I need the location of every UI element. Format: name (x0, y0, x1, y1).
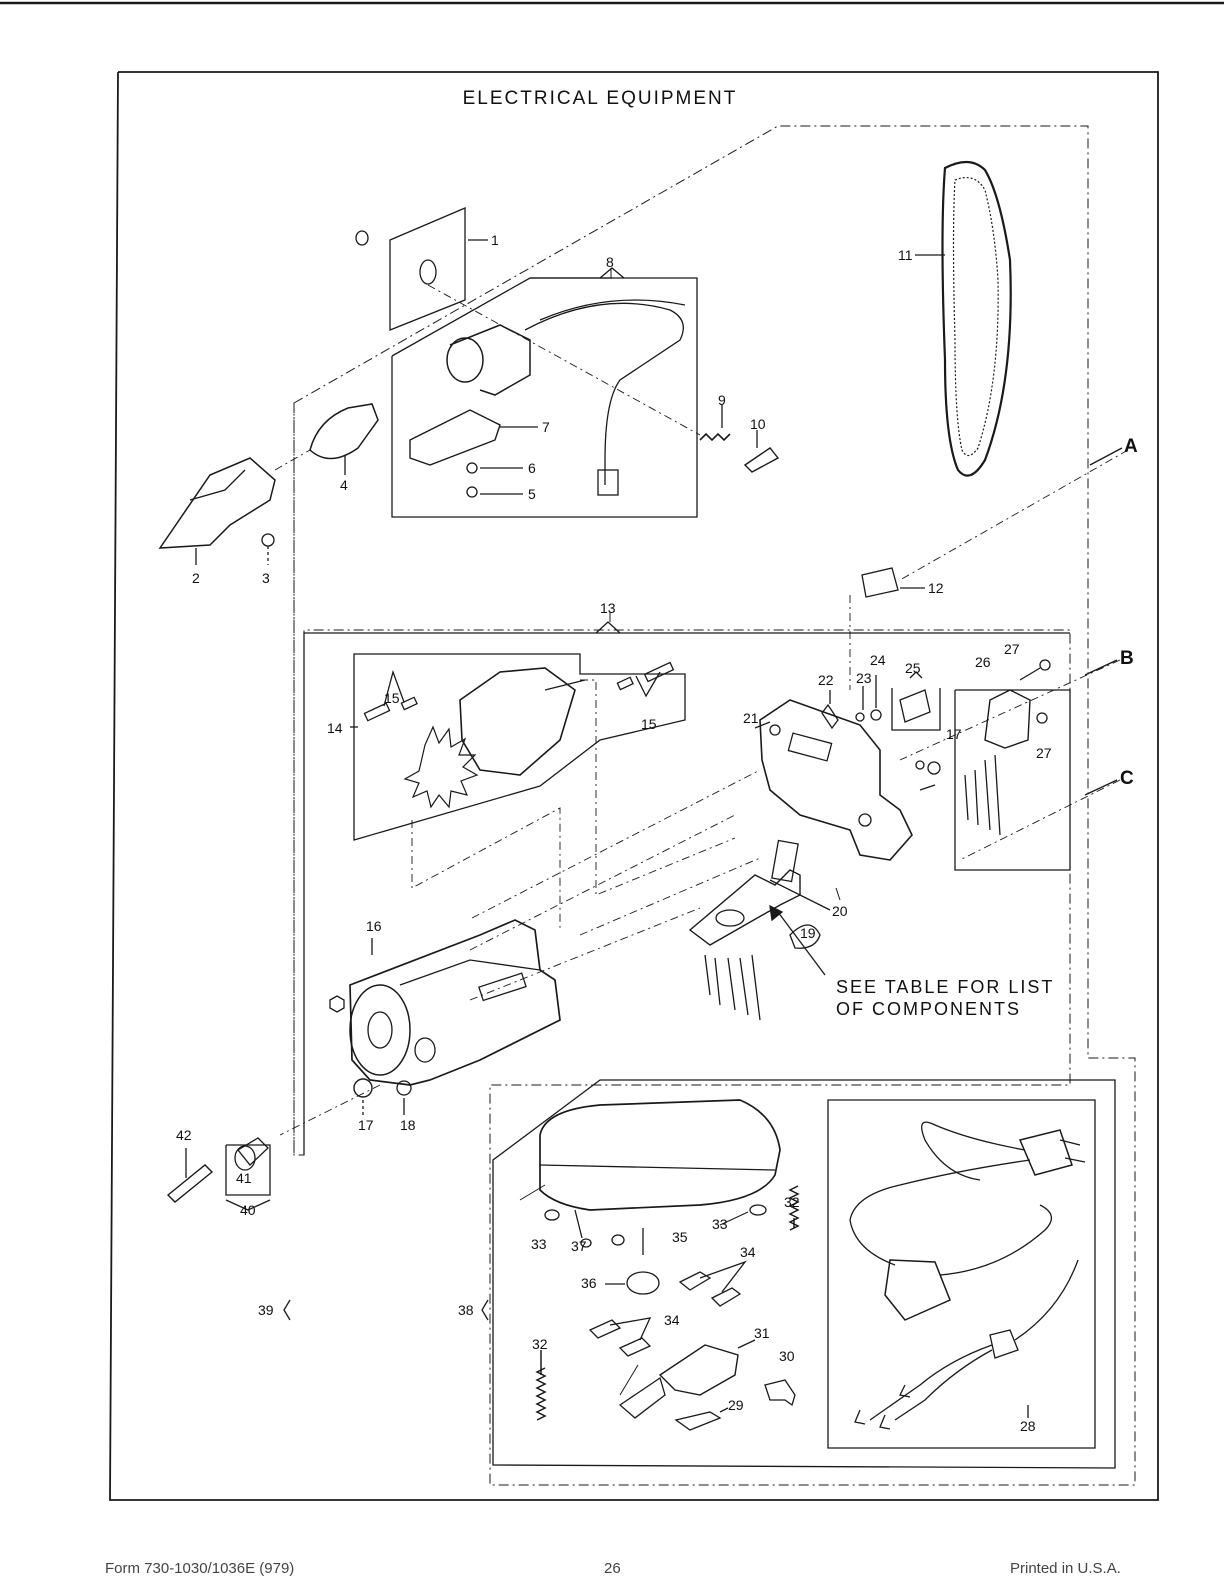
part-label: 19 (800, 925, 816, 941)
printed-in: Printed in U.S.A. (1010, 1560, 1121, 1577)
part-label: 33 (531, 1236, 547, 1252)
part-label: 14 (327, 720, 343, 736)
light-bulb (310, 404, 378, 475)
part-label: 16 (366, 918, 382, 934)
part-label: 17 (358, 1117, 374, 1133)
part-label: 39 (258, 1302, 274, 1318)
socket-bracket (410, 410, 538, 497)
section-label-b: B (1120, 648, 1134, 670)
cord-box (828, 1100, 1095, 1448)
part-label: 32 (784, 1194, 800, 1210)
part-label: 38 (458, 1302, 474, 1318)
components-note-line2: OF COMPONENTS (836, 998, 1021, 1020)
form-number: Form 730-1030/1036E (979) (105, 1560, 294, 1577)
part-label: 5 (528, 486, 536, 502)
part-label: 13 (600, 600, 616, 616)
part-label: 21 (743, 710, 759, 726)
lamp-socket (447, 300, 685, 495)
part-label: 25 (905, 660, 921, 676)
label-leaders (520, 268, 840, 1395)
motor-end-bracket (755, 700, 912, 860)
screw (262, 534, 274, 565)
part-label: 34 (740, 1244, 756, 1260)
part-label: 27 (1004, 641, 1020, 657)
part-label: 24 (870, 652, 886, 668)
part-label: 8 (606, 254, 614, 270)
part-label: 6 (528, 460, 536, 476)
part-label: 10 (750, 416, 766, 432)
part-label: 12 (928, 580, 944, 596)
part-label: 32 (532, 1336, 548, 1352)
foot-control-contacts (590, 1262, 745, 1356)
part-label: 36 (581, 1275, 597, 1291)
section-callout-leaders (1085, 448, 1122, 795)
part-label: 30 (779, 1348, 795, 1364)
part-label: 31 (754, 1325, 770, 1341)
part-label: 41 (236, 1170, 252, 1186)
part-label: 27 (1036, 745, 1052, 761)
foot-control-springs (537, 1186, 798, 1420)
part-label: 37 (571, 1238, 587, 1254)
terminal-block (916, 660, 1050, 835)
part-label: 11 (898, 247, 913, 263)
part-label: 34 (664, 1312, 680, 1328)
motor-housing (350, 920, 560, 1085)
part-label: 26 (975, 654, 991, 670)
part-label: 20 (832, 903, 848, 919)
part-label: 42 (176, 1127, 192, 1143)
part-label: 23 (856, 670, 872, 686)
part-label: 9 (718, 392, 726, 408)
page-title: ELECTRICAL EQUIPMENT (300, 88, 900, 110)
rheostat-assembly (620, 1340, 795, 1430)
spring-and-screw (700, 405, 778, 472)
part-label: 29 (728, 1397, 744, 1413)
part-label: 40 (240, 1202, 256, 1218)
foot-control-box (493, 1080, 1115, 1468)
terminal-box (955, 690, 1070, 870)
part-label: 2 (192, 570, 200, 586)
section-label-a: A (1124, 436, 1138, 458)
brush-spring-clip (862, 568, 925, 597)
alignment-lines-upper (275, 285, 1128, 860)
face-cover (160, 458, 275, 565)
part-label: 7 (542, 419, 550, 435)
drive-belt (915, 162, 1011, 476)
brush-holder-parts (822, 672, 940, 730)
motor-nuts (330, 996, 411, 1118)
part-label: 17 (946, 726, 962, 742)
part-label: 22 (818, 672, 834, 688)
components-note-line1: SEE TABLE FOR LIST (836, 976, 1054, 998)
lamp-cover-plate (356, 208, 488, 330)
part-label: 15 (384, 690, 400, 706)
part-label: 1 (491, 232, 499, 248)
part-label: 33 (712, 1216, 728, 1232)
armature-box (354, 654, 685, 840)
foot-control-cover (540, 1100, 780, 1255)
section-label-c: C (1120, 768, 1134, 790)
part-label: 4 (340, 477, 348, 493)
bushing-and-pin (168, 1138, 270, 1210)
alignment-lines-motor (280, 680, 760, 1135)
part-label: 18 (400, 1117, 416, 1133)
part-label: 28 (1020, 1418, 1036, 1434)
part-label: 35 (672, 1229, 688, 1245)
part-label: 15 (641, 716, 657, 732)
part-label: 3 (262, 570, 270, 586)
page-number: 26 (604, 1560, 621, 1577)
power-cord-set (850, 1122, 1085, 1429)
